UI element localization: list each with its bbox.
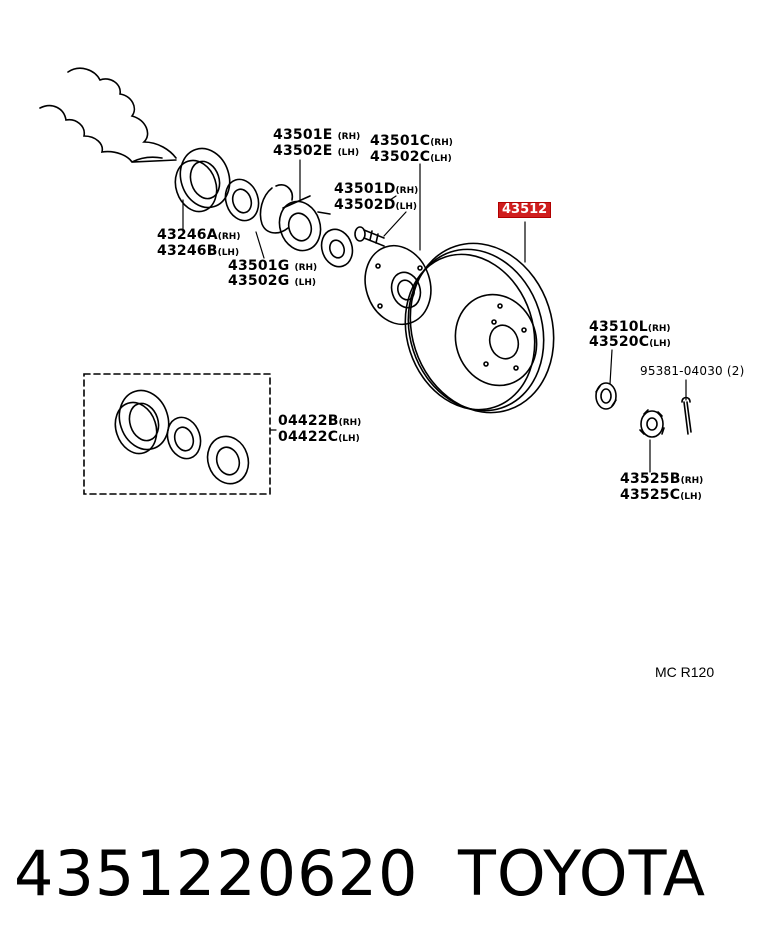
footer-part-number: 4351220620	[14, 837, 419, 910]
highlighted-part-43512[interactable]: 43512	[498, 202, 552, 218]
label-43501G: 43501G (RH)	[228, 258, 318, 274]
label-04422B: 04422B(RH)	[278, 413, 362, 429]
grease-cloud-icon	[39, 67, 177, 163]
snap-ring-part	[259, 184, 294, 234]
inner-bearing-part	[224, 178, 260, 222]
footer-brand: TOYOTA	[458, 837, 707, 910]
hub-bolt-part	[354, 226, 385, 247]
label-43525B: 43525B(RH)	[620, 471, 704, 487]
label-43246B: 43246B(LH)	[157, 243, 240, 259]
label-43502C: 43502C(LH)	[370, 149, 452, 165]
label-43501E: 43501E (RH)	[273, 127, 361, 143]
kit-seal-part	[114, 389, 170, 455]
kit-outer-bearing-part	[206, 435, 250, 485]
leader-lines	[182, 159, 687, 473]
label-43502D: 43502D(LH)	[334, 197, 418, 213]
cotter-pin-part	[681, 396, 692, 435]
diagram-code: MC R120	[655, 664, 715, 680]
label-43501D: 43501D(RH)	[334, 181, 419, 197]
label-43520C: 43520C(LH)	[589, 334, 671, 350]
oil-seal-part	[174, 147, 231, 213]
kit-dashed-box	[83, 373, 271, 495]
label-95381-04030: 95381-04030 (2)	[640, 364, 745, 378]
brake-disc-part	[404, 242, 555, 414]
label-43246A: 43246A(RH)	[157, 227, 241, 243]
hub-bearing-part	[278, 195, 331, 252]
label-43525C: 43525C(LH)	[620, 487, 702, 503]
label-43501C: 43501C(RH)	[370, 133, 453, 149]
label-04422C: 04422C(LH)	[278, 429, 360, 445]
outer-bearing-part	[320, 228, 354, 268]
lock-nut-cap-part	[639, 409, 665, 438]
label-43502G: 43502G (LH)	[228, 273, 316, 289]
label-43510L: 43510L(RH)	[589, 319, 671, 335]
hub-nut-part	[595, 382, 617, 410]
kit-inner-bearing-part	[166, 416, 202, 460]
axle-hub-part	[364, 244, 432, 326]
label-43502E: 43502E (LH)	[273, 143, 360, 159]
